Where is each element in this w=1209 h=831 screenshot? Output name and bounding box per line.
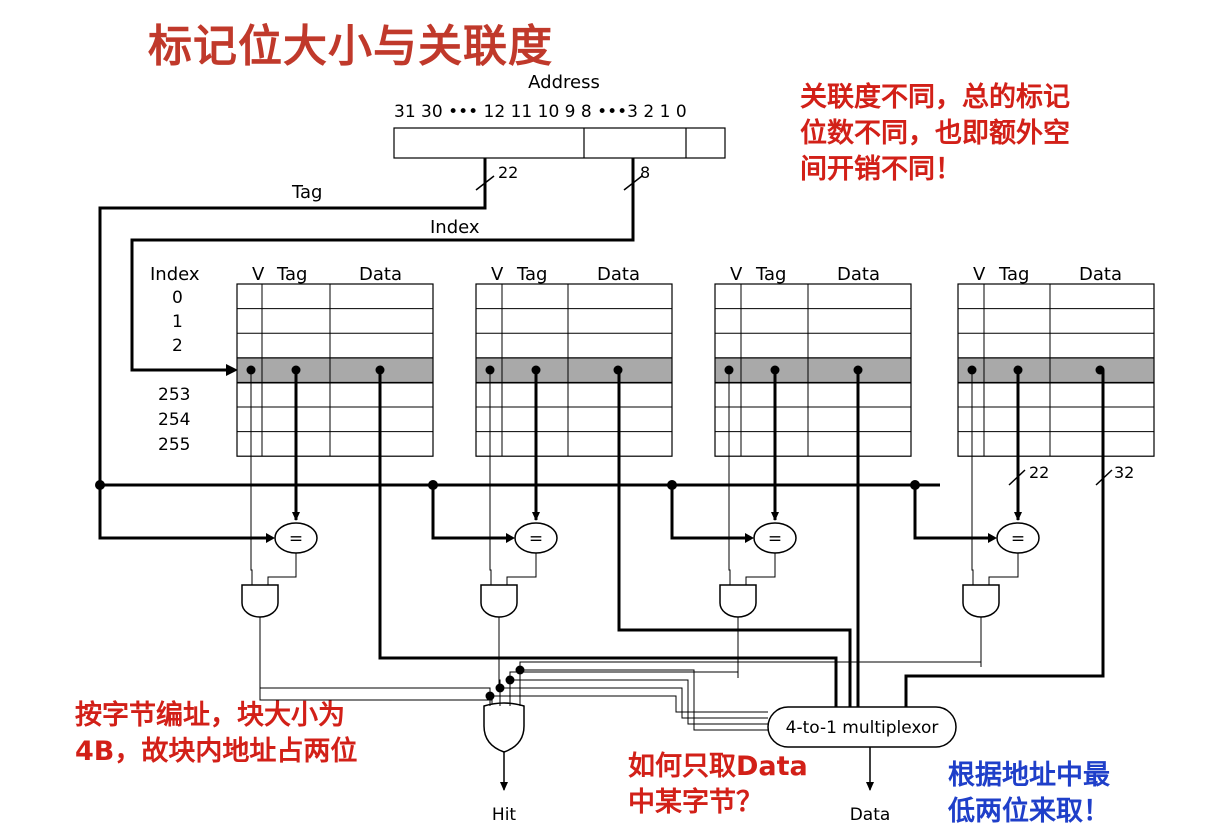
tag-compare-wire — [98, 485, 268, 540]
note-line: 关联度不同，总的标记 — [800, 82, 1070, 113]
way-column-data: Data — [359, 264, 402, 285]
and-gate — [480, 584, 518, 618]
selected-set-row — [714, 357, 912, 384]
tag-width-label: 22 — [498, 163, 518, 182]
comparator-symbol: = — [1011, 529, 1025, 549]
and-gate — [719, 584, 757, 618]
note-line: 根据地址中最 — [948, 760, 1110, 791]
comparator-symbol: = — [289, 529, 303, 549]
compare-result-wire — [988, 553, 1019, 585]
note-question: 如何只取Data 中某字节？ — [628, 749, 808, 821]
data-read-wire — [617, 370, 852, 707]
and-gate — [962, 584, 1000, 618]
tag-width-slash — [475, 175, 495, 191]
way-column-data: Data — [1079, 264, 1122, 285]
way-column-v: V — [491, 264, 504, 285]
row-label: 254 — [158, 410, 190, 430]
tag-compare-arrowhead — [988, 533, 997, 543]
tag-wire-label: Tag — [291, 182, 322, 203]
address-bit-numbers: 31 30 ••• 12 11 10 9 8 •••3 2 1 0 — [394, 102, 687, 122]
valid-bit-wire — [971, 370, 974, 585]
mux-select-wire — [500, 687, 768, 719]
hit-line — [259, 617, 493, 705]
way-table — [236, 283, 434, 457]
slide-title: 标记位大小与关联度 — [148, 21, 553, 72]
way-column-tag: Tag — [755, 264, 786, 285]
hit-to-or-wire — [509, 617, 739, 706]
way-column-tag: Tag — [998, 264, 1029, 285]
row-label: 0 — [172, 288, 183, 308]
way-column-v: V — [252, 264, 265, 285]
selected-set-row — [475, 357, 673, 384]
multiplexor-label: 4-to-1 multiplexor — [786, 718, 939, 738]
index-column-header: Index — [150, 264, 200, 285]
cache-ways: V Tag Data = V Tag Data = V Tag Data = V Tag Data = — [95, 264, 1155, 753]
way-column-v: V — [730, 264, 743, 285]
note-line: 低两位来取！ — [948, 796, 1110, 827]
tag-compare-wire — [913, 485, 990, 540]
hit-to-or-wire — [259, 617, 491, 706]
valid-bit-wire — [728, 370, 731, 585]
note-line: 如何只取Data — [628, 751, 808, 782]
valid-bit-wire — [250, 370, 253, 585]
note-associativity: 关联度不同，总的标记 位数不同，也即额外空 间开销不同！ — [800, 80, 1070, 188]
mux-select-wire — [510, 679, 768, 725]
index-wire-label: Index — [430, 217, 480, 238]
note-line: 4B，故块内地址占两位 — [75, 736, 358, 767]
index-arrowhead — [226, 364, 238, 376]
hit-to-or-wire — [498, 617, 501, 706]
way-column-data: Data — [597, 264, 640, 285]
address-label: Address — [528, 72, 600, 93]
row-label: 1 — [172, 312, 183, 332]
data-read-wire — [378, 370, 838, 707]
address-register — [393, 127, 726, 159]
row-label: 2 — [172, 336, 183, 356]
or-gate — [483, 702, 525, 753]
hit-to-or-wire — [519, 617, 982, 706]
note-line: 中某字节？ — [628, 787, 763, 818]
multiplexor — [767, 706, 957, 748]
compare-result-wire — [267, 553, 297, 585]
way-table — [714, 283, 912, 457]
and-gate — [241, 584, 279, 618]
index-wire — [130, 158, 635, 372]
way-table — [475, 283, 673, 457]
way-column-data: Data — [837, 264, 880, 285]
hit-output-label: Hit — [492, 805, 517, 825]
comparator-symbol: = — [529, 529, 543, 549]
tag-compare-arrowhead — [266, 533, 275, 543]
note-answer: 根据地址中最 低两位来取！ — [948, 758, 1110, 830]
tag-wire — [98, 158, 487, 532]
selected-set-row — [957, 357, 1155, 384]
index-width-label: 8 — [640, 163, 650, 182]
note-line: 间开销不同！ — [800, 154, 962, 185]
way-column-tag: Tag — [516, 264, 547, 285]
mux-select-wire — [520, 669, 768, 731]
tag-compare-wire — [670, 485, 747, 540]
data-output-label: Data — [850, 805, 891, 825]
way-table — [957, 283, 1155, 457]
selected-set-row — [236, 357, 434, 384]
way-column-v: V — [973, 264, 986, 285]
note-line: 按字节编址，块大小为 — [75, 700, 345, 731]
way-column-tag: Tag — [276, 264, 307, 285]
index-width-slash — [623, 175, 643, 191]
note-line: 位数不同，也即额外空 — [800, 118, 1070, 149]
data-read-wire — [904, 370, 1105, 707]
note-byte-addressing: 按字节编址，块大小为 4B，故块内地址占两位 — [75, 698, 357, 770]
data-bus-width: 32 — [1114, 463, 1134, 482]
row-label: 253 — [158, 385, 190, 405]
tag-compare-wire — [431, 485, 508, 540]
tag-bus-width: 22 — [1029, 463, 1049, 482]
mux-select-wire — [490, 695, 768, 713]
comparator-symbol: = — [768, 529, 782, 549]
row-label: 255 — [158, 435, 190, 455]
valid-bit-wire — [489, 370, 492, 585]
compare-result-wire — [506, 553, 537, 585]
compare-result-wire — [745, 553, 776, 585]
tag-compare-arrowhead — [506, 533, 515, 543]
tag-compare-arrowhead — [745, 533, 754, 543]
